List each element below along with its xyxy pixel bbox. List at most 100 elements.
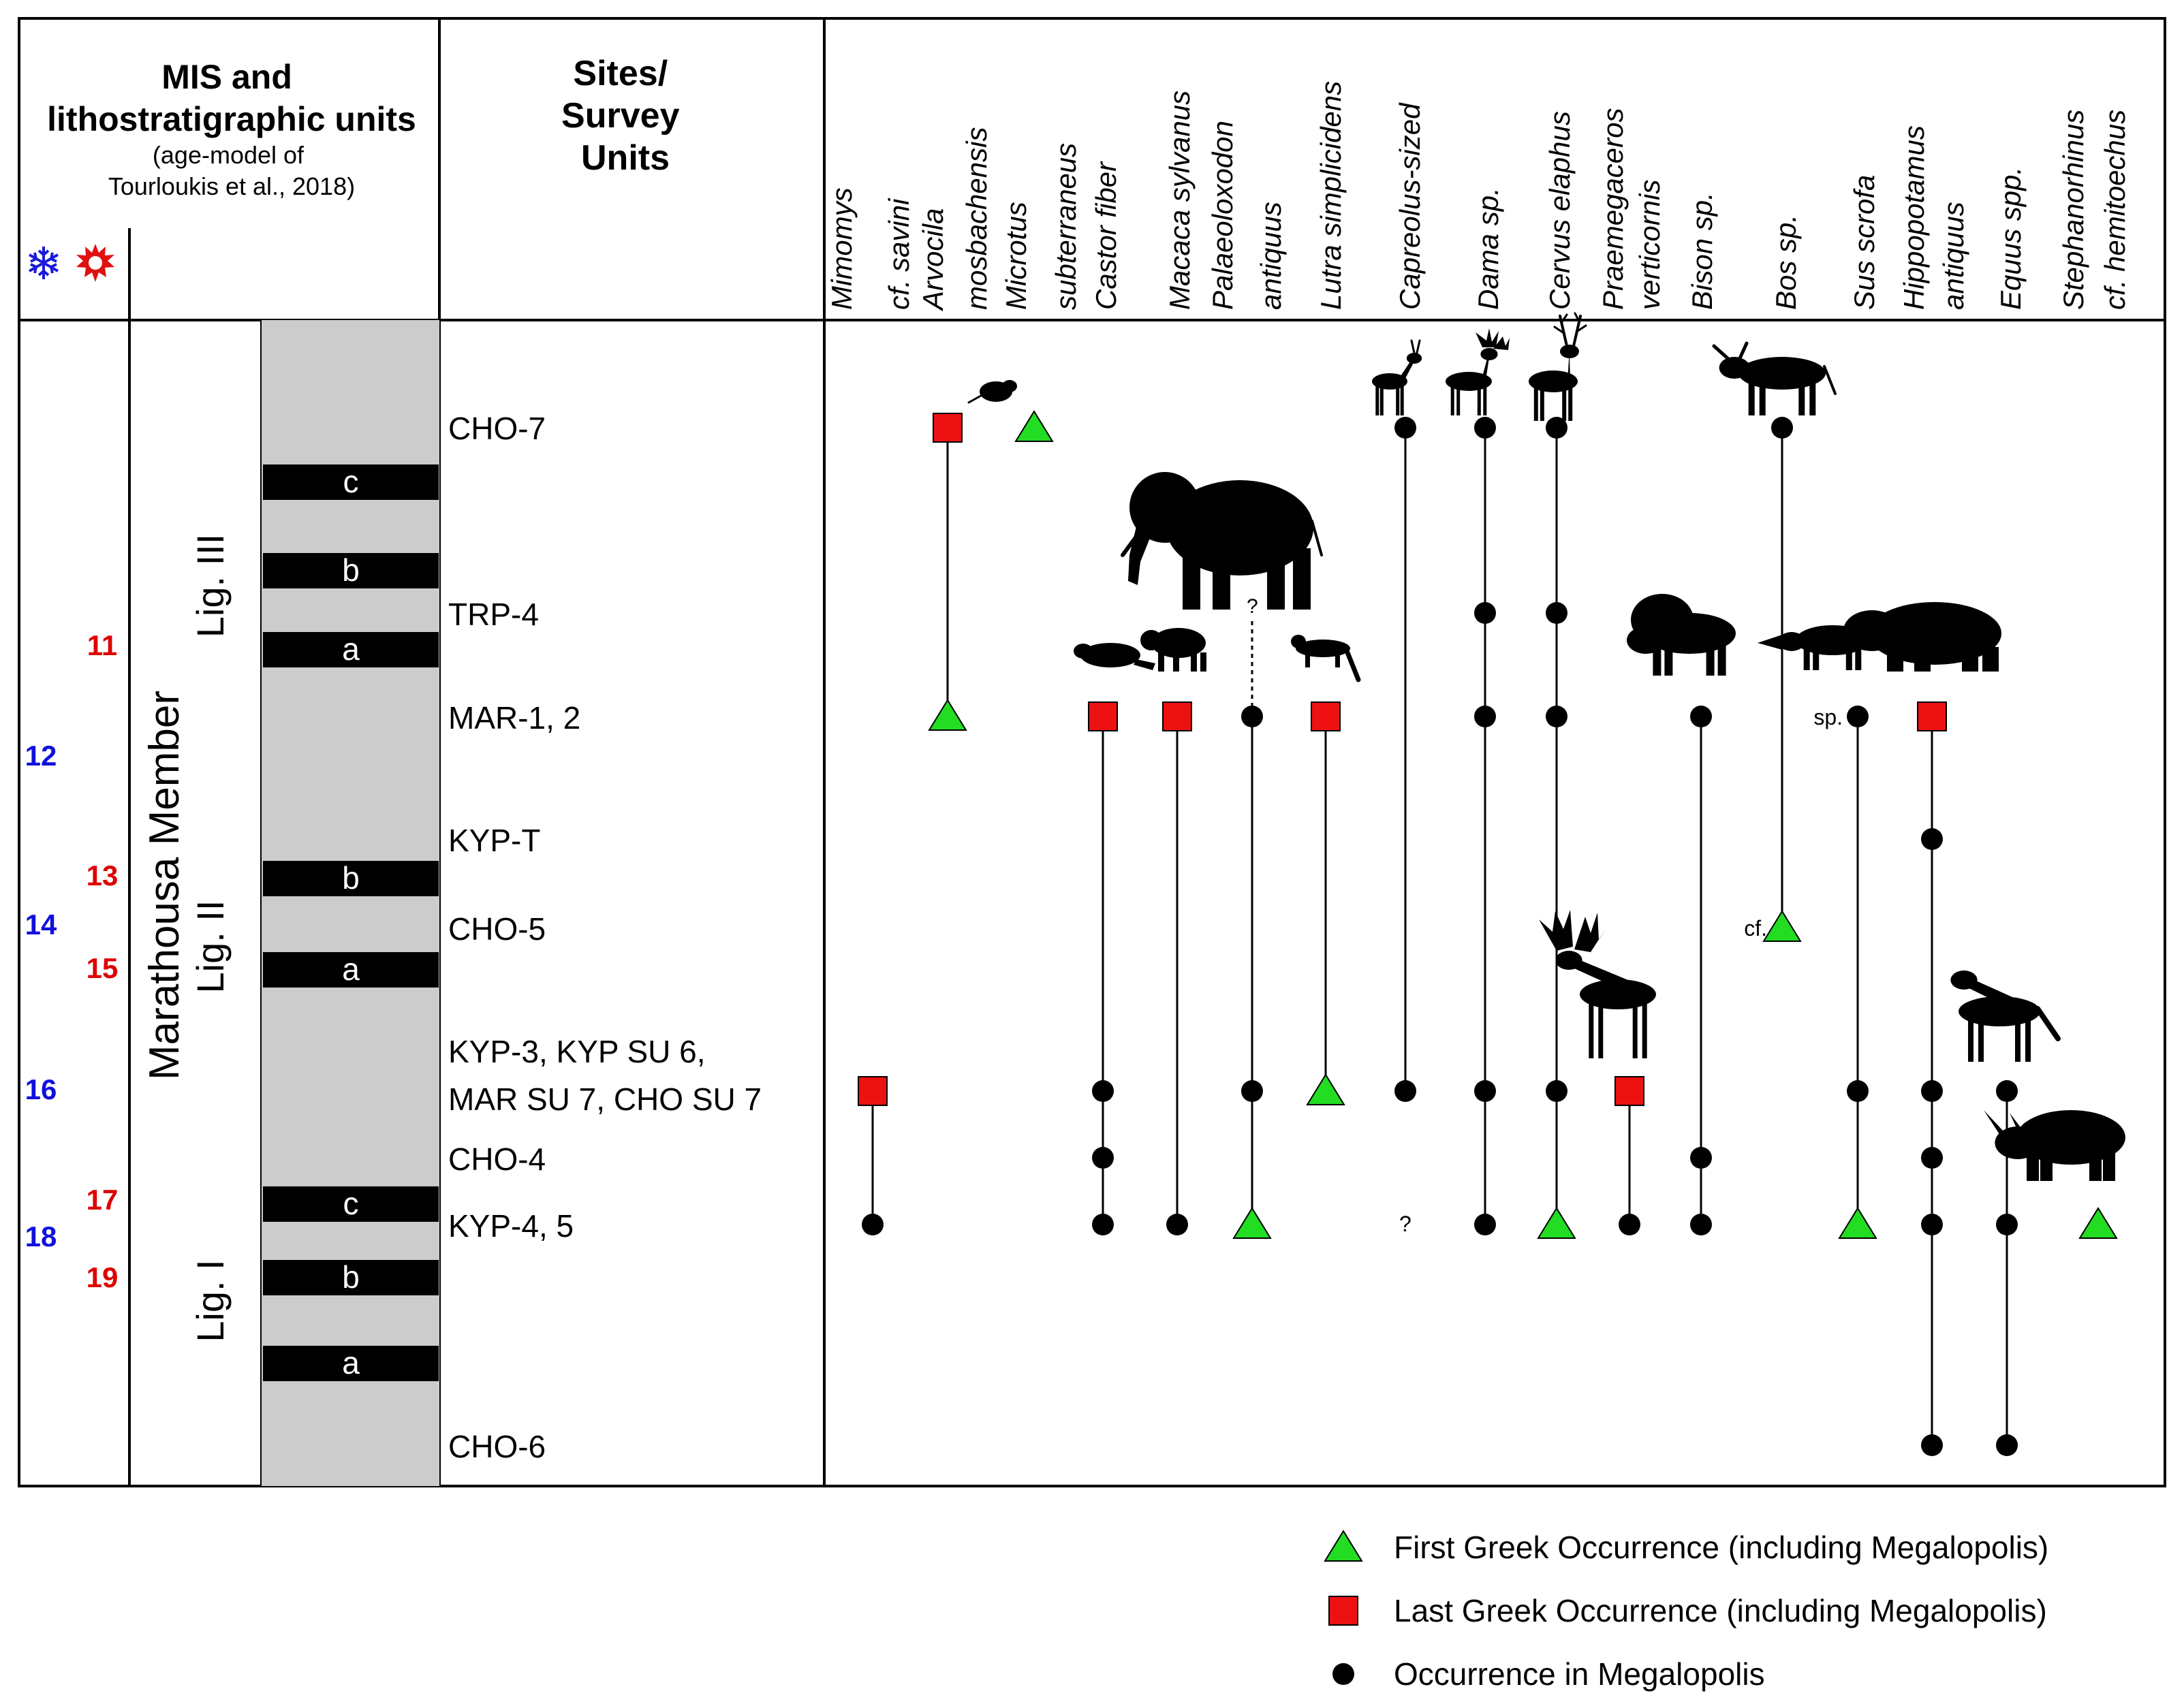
mis-warm-stage: 17	[87, 1184, 119, 1216]
occurrence-marker	[1092, 1214, 1114, 1235]
first-occurrence-marker	[928, 699, 967, 731]
occurrence-marker	[1771, 417, 1793, 439]
occurrence-marker	[1474, 1214, 1496, 1235]
lignite-bed	[263, 464, 439, 500]
site-label: KYP-T	[448, 823, 540, 858]
lignite-bed	[263, 553, 439, 588]
taxon-header: Microtus	[1000, 202, 1032, 310]
mis-warm-stage: 15	[87, 952, 119, 984]
lignite-bed	[263, 1186, 439, 1222]
occurrence-marker	[1996, 1214, 2018, 1235]
occurrence-marker	[1241, 1080, 1263, 1102]
taxon-header: antiquus	[1937, 202, 1969, 310]
horse-silhouette	[1950, 971, 2061, 1062]
taxon-header: Mimomys	[826, 187, 858, 310]
lignite-bed-label: a	[342, 631, 360, 667]
legend-marker-last	[1328, 1596, 1358, 1626]
lignite-bed-label: a	[342, 1345, 360, 1380]
site-label: CHO-5	[448, 911, 546, 947]
last-occurrence-marker	[1088, 701, 1118, 731]
taxon-header: verticornis	[1634, 180, 1666, 310]
fallow-deer-silhouette	[1446, 328, 1510, 415]
taxon-header: mosbachensis	[961, 127, 993, 310]
lignite-bed-label: a	[342, 951, 360, 987]
site-label: MAR SU 7, CHO SU 7	[448, 1082, 762, 1117]
site-label: CHO-6	[448, 1429, 546, 1464]
lignite-bed	[263, 952, 439, 988]
occurrence-marker	[1847, 706, 1869, 727]
taxon-header: Praemegaceros	[1597, 108, 1629, 310]
lignite-bed-label: b	[342, 552, 360, 588]
macaque-silhouette	[1140, 628, 1206, 672]
occurrence-marker	[1847, 1080, 1869, 1102]
occurrence-marker	[1546, 602, 1567, 624]
occurrence-marker	[1546, 1080, 1567, 1102]
mis-cold-stage: 14	[25, 909, 57, 941]
taxon-header: Lutra simplicidens	[1315, 81, 1347, 310]
site-label: CHO-7	[448, 411, 546, 446]
taxon-header: cf. savini	[883, 198, 915, 310]
site-label: KYP-3, KYP SU 6,	[448, 1034, 706, 1069]
occurrence-marker	[1092, 1080, 1114, 1102]
site-label: KYP-4, 5	[448, 1208, 574, 1244]
lignite-bed	[263, 1346, 439, 1381]
legend-marker-occ	[1332, 1663, 1354, 1685]
lignite-bed-label: b	[342, 860, 360, 896]
taxon-header: Macaca sylvanus	[1164, 91, 1196, 310]
first-occurrence-marker	[1537, 1207, 1576, 1239]
taxon-header: Equus spp.	[1995, 167, 2027, 310]
occurrence-marker	[1996, 1434, 2018, 1456]
occurrence-marker	[1996, 1080, 2018, 1102]
lignite-label: Lig. II	[189, 900, 232, 994]
taxon-header: Capreolus-sized	[1394, 102, 1426, 310]
first-occurrence-marker	[1306, 1073, 1345, 1105]
occurrence-marker	[1394, 417, 1416, 439]
occurrence-marker	[1921, 1214, 1943, 1235]
taxon-header: subterraneus	[1050, 143, 1082, 310]
member-label: Marathousa Member	[141, 691, 188, 1080]
occurrence-marker	[862, 1214, 884, 1235]
taxon-header: Cervus elaphus	[1544, 111, 1576, 310]
lignite-bed	[263, 632, 439, 667]
last-occurrence-marker	[933, 413, 963, 443]
vole-silhouette	[967, 380, 1017, 404]
mis-title: MIS and lithostratigraphic units	[47, 58, 416, 138]
first-occurrence-marker	[1014, 410, 1054, 442]
occurrence-marker	[1690, 1214, 1712, 1235]
last-occurrence-marker	[1614, 1076, 1644, 1106]
occurrence-marker	[1921, 1434, 1943, 1456]
occurrence-marker	[1690, 1147, 1712, 1169]
occurrence-marker	[1241, 706, 1263, 727]
occurrence-marker	[1546, 417, 1567, 439]
lignite-label: Lig. III	[189, 534, 232, 638]
occurrence-marker	[1474, 602, 1496, 624]
mis-cold-stage: 16	[25, 1073, 57, 1105]
taxon-header: Arvocila	[917, 208, 949, 312]
occurrence-marker	[1394, 1080, 1416, 1102]
taxon-header: Palaeoloxodon	[1206, 121, 1238, 310]
boar-silhouette	[1758, 625, 1869, 670]
roe-deer-silhouette	[1372, 339, 1422, 415]
last-occurrence-marker	[1311, 701, 1341, 731]
occurrence-marker	[1921, 1080, 1943, 1102]
mis-warm-stage: 13	[87, 859, 119, 892]
lignite-bed	[263, 861, 439, 896]
lignite-bed-label: c	[343, 464, 359, 499]
uncertain-mark: ?	[1247, 595, 1258, 618]
taxon-header: Bison sp.	[1686, 192, 1718, 310]
mis-warm-stage: 19	[87, 1261, 119, 1293]
lignite-bed	[263, 1260, 439, 1295]
sites-title: Sites/ Survey Units	[561, 54, 689, 178]
last-occurrence-marker	[1162, 701, 1192, 731]
bison-silhouette	[1627, 594, 1736, 676]
lignite-bed-label: c	[343, 1186, 359, 1221]
mis-cold-stage: 18	[25, 1220, 57, 1252]
lignite-bed-label: b	[342, 1259, 360, 1295]
site-label: CHO-4	[448, 1141, 546, 1177]
legend-label-occ: Occurrence in Megalopolis	[1394, 1656, 1765, 1692]
hippo-silhouette	[1843, 602, 2001, 672]
occurrence-marker	[1921, 1147, 1943, 1169]
red-deer-silhouette	[1529, 312, 1587, 421]
uncertain-occurrence-mark: ?	[1399, 1212, 1411, 1236]
